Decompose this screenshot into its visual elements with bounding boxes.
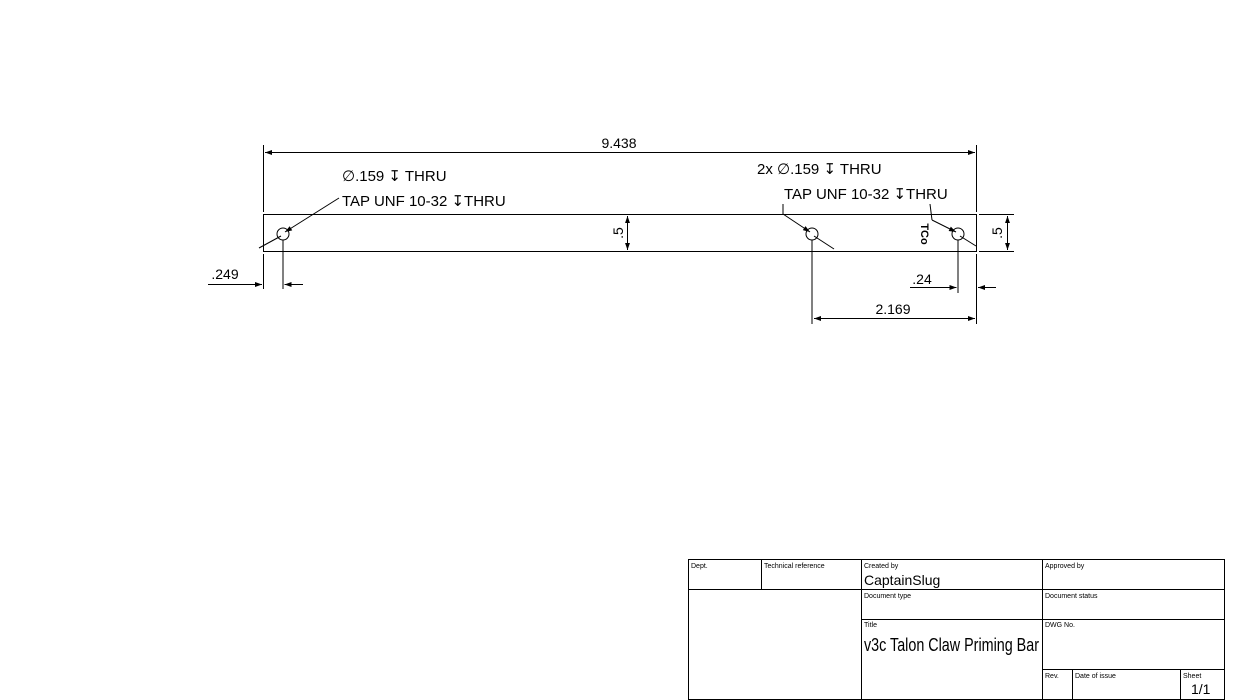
title-block: Dept. Technical reference Created by Cap… — [688, 559, 1225, 700]
hole-left — [276, 227, 290, 241]
tb-doc-type-label: Document type — [864, 593, 911, 600]
dimension-overall-length — [263, 145, 977, 212]
tb-date-label: Date of issue — [1075, 673, 1116, 680]
dim-height-right-text: .5 — [989, 227, 1005, 239]
dimension-left-offset — [208, 240, 303, 289]
dimension-hole-spacing — [811, 240, 977, 324]
dimension-height-right — [979, 214, 1014, 252]
tb-doc-status-label: Document status — [1045, 593, 1098, 600]
tb-sheet-value: 1/1 — [1191, 681, 1211, 697]
dim-overall-length-text: 9.438 — [601, 135, 636, 151]
callout-left-line1: ∅.159 ↧ THRU — [342, 168, 447, 185]
callout-right-leader — [782, 203, 977, 250]
dim-hole-spacing-text: 2.169 — [875, 301, 910, 317]
callout-left-line2: TAP UNF 10-32 ↧THRU — [342, 193, 506, 210]
tb-rev-label: Rev. — [1045, 673, 1059, 680]
dim-right-offset-text: .24 — [912, 271, 932, 287]
callout-right-line1: 2x ∅.159 ↧ THRU — [757, 161, 882, 178]
hole-right — [951, 227, 965, 241]
tb-title-label: Title — [864, 622, 877, 629]
tb-created-by-value: CaptainSlug — [864, 572, 940, 588]
tb-dwg-no-label: DWG No. — [1045, 622, 1075, 629]
dim-height-inner-text: .5 — [610, 227, 626, 239]
engraved-logo-text: TCo — [918, 223, 930, 245]
tb-sheet-label: Sheet — [1183, 673, 1201, 680]
part-outline — [263, 214, 977, 252]
tb-title-value: v3c Talon Claw Priming Bar — [864, 635, 1039, 655]
tb-dept-label: Dept. — [691, 563, 708, 570]
dim-left-offset-text: .249 — [211, 266, 238, 282]
callout-left-leader — [258, 197, 340, 249]
tb-tech-ref-label: Technical reference — [764, 563, 825, 570]
hole-middle — [805, 227, 819, 241]
callout-right-line2: TAP UNF 10-32 ↧THRU — [784, 186, 948, 203]
tb-created-by-label: Created by — [864, 563, 899, 570]
tb-approved-by-label: Approved by — [1045, 563, 1085, 570]
